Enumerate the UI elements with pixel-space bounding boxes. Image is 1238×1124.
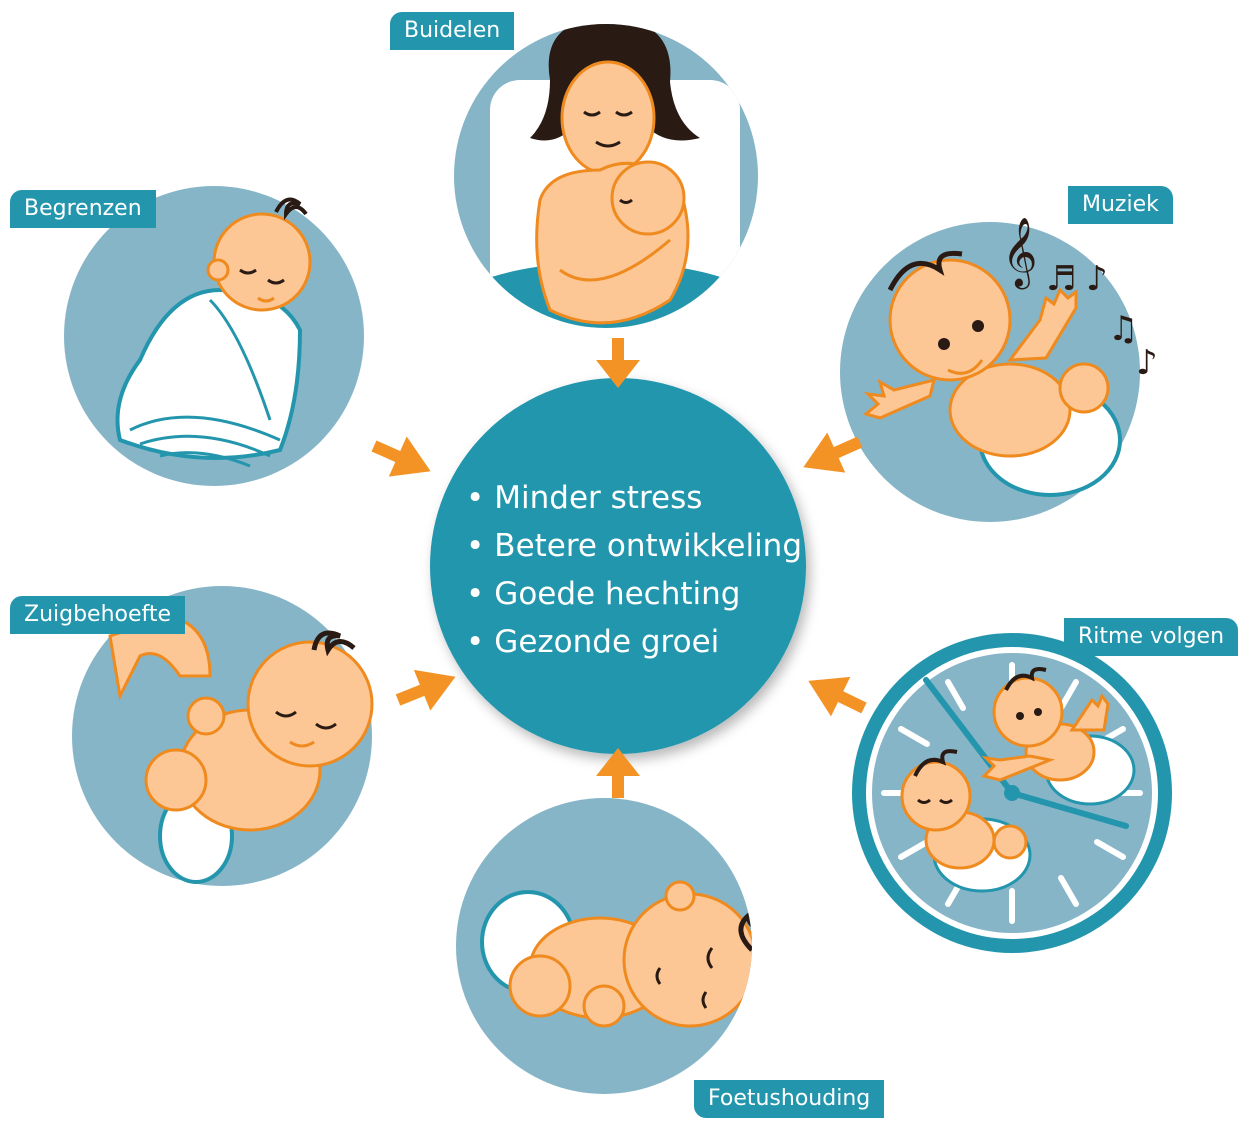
svg-text:♫: ♫ [1108, 309, 1138, 349]
parent-holding-baby-icon [446, 18, 766, 362]
benefit-item: Betere ontwikkeling [466, 522, 802, 570]
label-zuigbehoefte: Zuigbehoefte [10, 596, 185, 634]
label-ritme-volgen: Ritme volgen [1064, 618, 1238, 656]
benefit-item: Gezonde groei [466, 618, 802, 666]
benefit-item: Goede hechting [466, 570, 802, 618]
benefits-list: Minder stress Betere ontwikkeling Goede … [466, 474, 802, 666]
arrow-from-foetushouding [596, 748, 640, 798]
svg-text:𝄞: 𝄞 [1002, 217, 1037, 289]
svg-text:♬: ♬ [1046, 259, 1076, 299]
label-foetushouding: Foetushouding [694, 1080, 884, 1118]
label-buidelen: Buidelen [390, 12, 514, 50]
label-muziek: Muziek [1068, 186, 1173, 224]
benefit-item: Minder stress [466, 474, 802, 522]
arrow-from-zuigbehoefte [390, 656, 464, 720]
arrow-from-begrenzen [365, 426, 440, 491]
arrow-from-ritme [799, 661, 874, 728]
label-begrenzen: Begrenzen [10, 190, 156, 228]
svg-text:♪: ♪ [1086, 259, 1108, 299]
svg-text:♪: ♪ [1136, 343, 1158, 383]
clock-with-babies-icon [852, 633, 1172, 953]
